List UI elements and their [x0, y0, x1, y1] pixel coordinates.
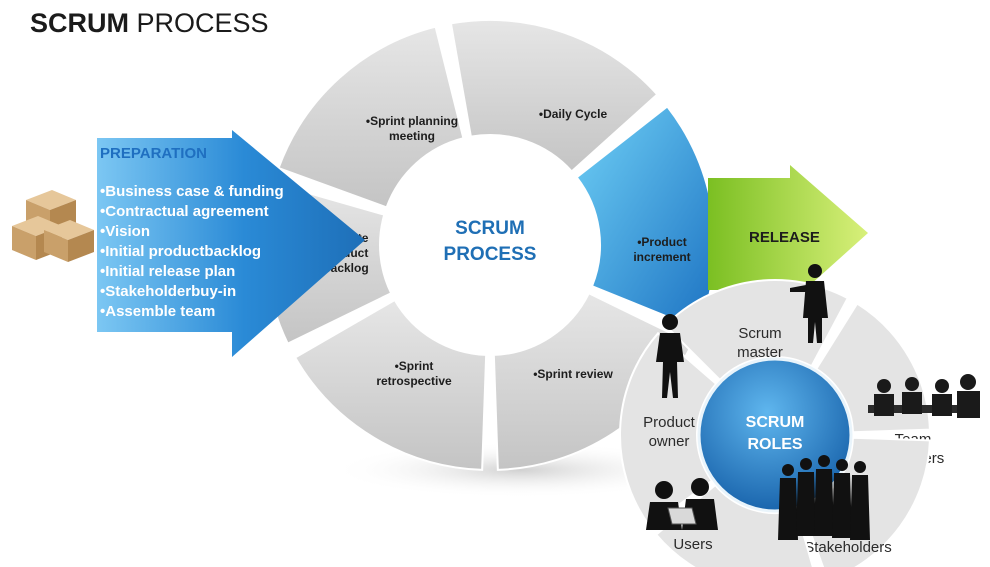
role-product-owner-label-1: Product: [643, 414, 696, 431]
businesswoman-icon: [656, 314, 684, 398]
businessman-pointing-icon: [790, 264, 828, 343]
page-title: SCRUM PROCESS: [30, 8, 269, 39]
preparation-heading: PREPARATION: [100, 145, 207, 162]
preparation-item: •Initial release plan: [100, 263, 235, 280]
preparation-arrow: [97, 130, 365, 357]
stakeholders-group-icon: [778, 455, 870, 540]
role-scrum-master-segment: [663, 279, 850, 382]
title-regular: PROCESS: [136, 8, 269, 38]
segment-sprint-retrospective: [293, 298, 488, 471]
role-team-members-segment: [814, 302, 931, 434]
role-scrum-master-label-1: Scrum: [738, 325, 781, 342]
segment-sprint-retrospective-label-2: retrospective: [376, 374, 452, 388]
segment-daily-cycle: [449, 19, 659, 173]
role-scrum-master-label-2: master: [737, 344, 783, 361]
release-arrow: [708, 165, 868, 303]
preparation-item: •Stakeholderbuy-in: [100, 283, 236, 300]
team-meeting-icon: [868, 374, 980, 418]
cycle-center-line-1: SCRUM: [455, 218, 525, 239]
title-bold: SCRUM: [30, 8, 129, 38]
segment-sprint-review-label-1: •Sprint review: [533, 367, 613, 381]
preparation-item: •Assemble team: [100, 303, 215, 320]
preparation-item: •Vision: [100, 223, 150, 240]
segment-sprint-retrospective-label-1: •Sprint: [395, 359, 434, 373]
segment-product-increment-label-1: •Product: [637, 235, 687, 249]
preparation-item: •Business case & funding: [100, 183, 284, 200]
segment-sprint-planning: [277, 25, 465, 209]
roles-center-line-2: ROLES: [747, 436, 802, 453]
role-product-owner-label-2: owner: [649, 433, 690, 450]
cycle-center-line-2: PROCESS: [444, 244, 537, 265]
boxes-icon: [12, 190, 94, 262]
users-laptop-icon: [646, 478, 718, 530]
preparation-items: •Business case & funding •Contractual agr…: [100, 183, 284, 320]
roles-center-line-1: SCRUM: [746, 414, 805, 431]
segment-sprint-planning-label-1: •Sprint planning: [366, 114, 458, 128]
segment-product-increment-label-2: increment: [633, 250, 690, 264]
role-product-owner-segment: [619, 331, 718, 528]
role-users-label-1: Users: [673, 536, 712, 553]
segment-sprint-planning-label-2: meeting: [389, 129, 435, 143]
release-label: RELEASE: [749, 229, 820, 246]
preparation-item: •Contractual agreement: [100, 203, 269, 220]
role-stakeholders-label-1: Stakeholders: [804, 539, 892, 556]
segment-daily-cycle-label-1: •Daily Cycle: [539, 107, 608, 121]
preparation-item: •Initial productbacklog: [100, 243, 261, 260]
